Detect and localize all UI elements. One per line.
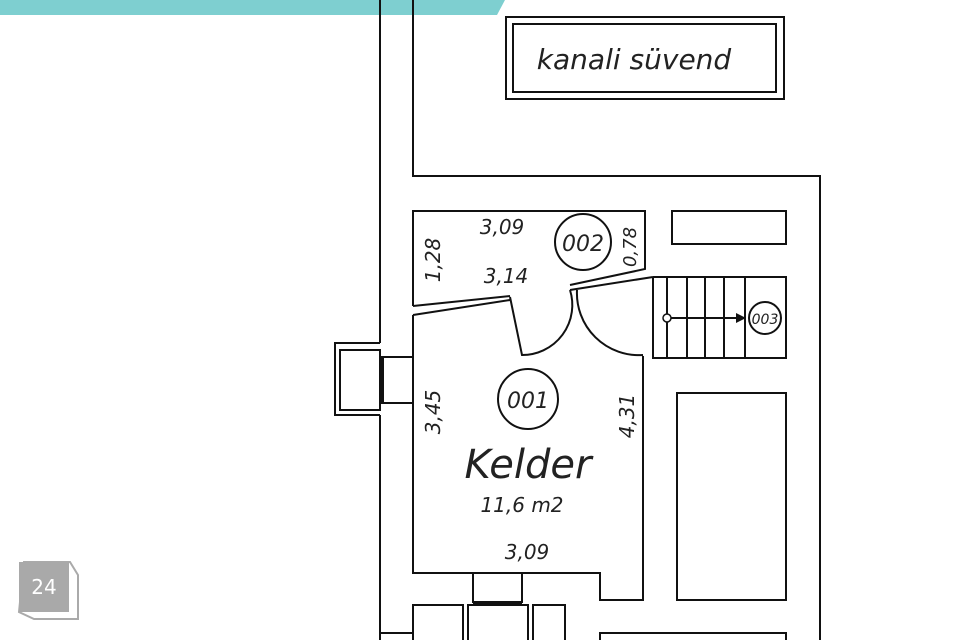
svg-text:002: 002 — [562, 232, 604, 257]
doors — [509, 289, 644, 357]
svg-text:11,6 m2: 11,6 m2 — [480, 493, 563, 517]
svg-text:Kelder: Kelder — [465, 442, 595, 488]
room-001: 001 Kelder 11,6 m2 3,45 4,31 3,09 — [412, 315, 644, 601]
windows — [334, 342, 566, 640]
header-accent-bar — [0, 0, 505, 15]
stairs-003: 003 — [652, 276, 787, 359]
svg-text:3,45: 3,45 — [421, 390, 445, 435]
fixtures — [599, 210, 787, 640]
svg-text:kanali süvend: kanali süvend — [537, 43, 732, 76]
svg-text:0,78: 0,78 — [620, 227, 641, 267]
svg-text:003: 003 — [752, 312, 779, 328]
svg-text:3,09: 3,09 — [505, 540, 550, 564]
title-box: kanali süvend — [505, 16, 785, 100]
page-number-badge: 24 — [17, 561, 79, 620]
svg-text:001: 001 — [507, 389, 549, 414]
svg-text:1,28: 1,28 — [421, 238, 445, 283]
svg-text:3,14: 3,14 — [484, 264, 529, 288]
room-002: 002 3,09 1,28 0,78 3,14 — [412, 210, 654, 316]
svg-text:3,09: 3,09 — [480, 215, 525, 239]
svg-text:4,31: 4,31 — [615, 394, 639, 439]
svg-text:24: 24 — [31, 575, 56, 599]
